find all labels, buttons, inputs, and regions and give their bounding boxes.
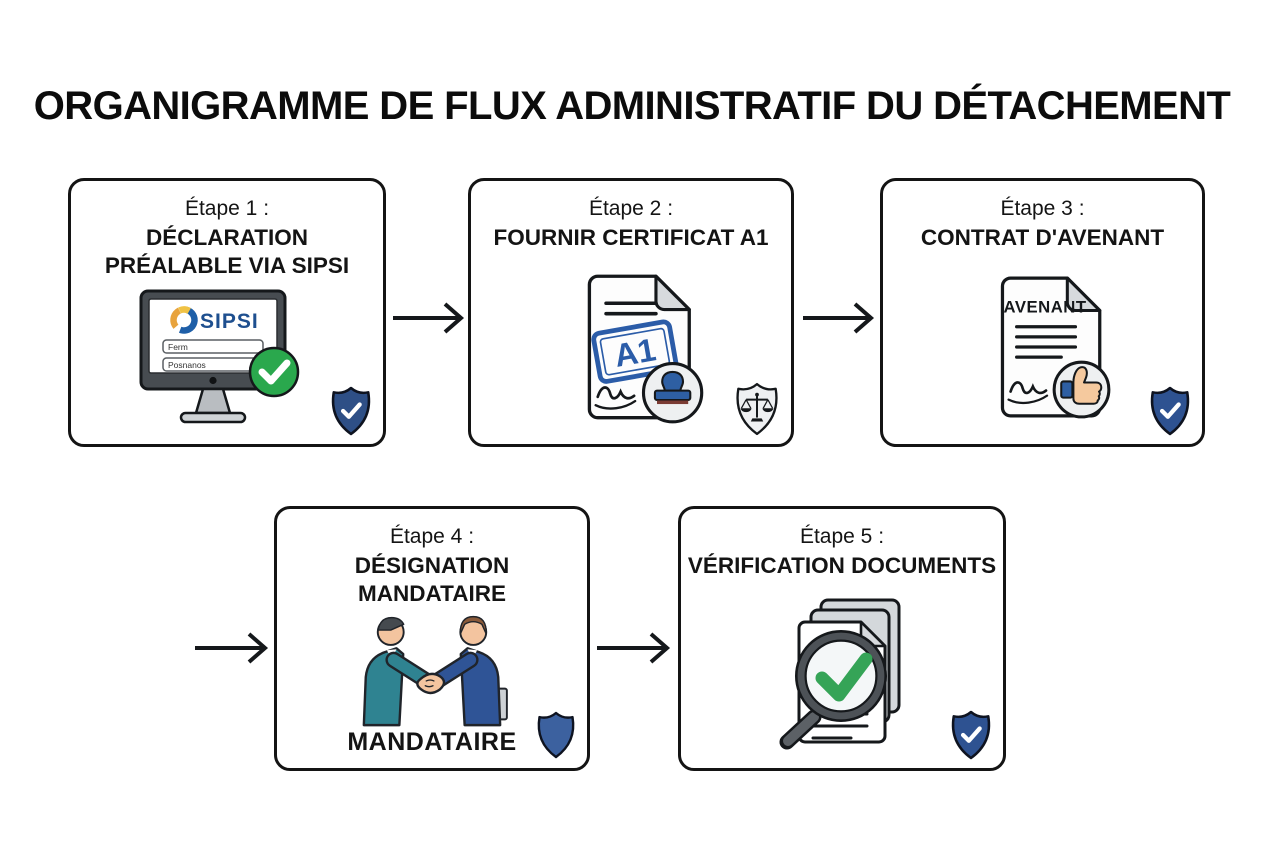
page-title: ORGANIGRAMME DE FLUX ADMINISTRATIF DU DÉ… xyxy=(33,84,1231,128)
step-2-label: Étape 2 : xyxy=(588,197,674,220)
step-4-caption: MANDATAIRE xyxy=(347,727,517,756)
a1-stamp-frame: A1 xyxy=(591,319,679,384)
step-4-name: DÉSIGNATION MANDATAIRE xyxy=(354,553,510,606)
avenant-doc-title: AVENANT xyxy=(1003,297,1086,316)
shield-check-icon xyxy=(951,710,991,760)
step-5-label: Étape 5 : xyxy=(799,525,885,548)
rubber-stamp-icon xyxy=(641,361,704,424)
arrow-step1-to-step2 xyxy=(393,302,465,334)
step-1-icon-area: SIPSI Ferm Posnanos xyxy=(71,280,383,444)
green-check-circle-icon xyxy=(248,346,300,398)
handshake-icon xyxy=(362,615,508,727)
step-box-1: Étape 1 : DÉCLARATION PRÉALABLE VIA SIPS… xyxy=(68,178,386,447)
sipsi-form-field-1: Ferm xyxy=(168,342,188,352)
a1-certificate-icon: A1 xyxy=(587,274,704,424)
step-1-label: Étape 1 : xyxy=(184,197,270,220)
step-box-5: Étape 5 : VÉRIFICATION DOCUMENTS xyxy=(678,506,1006,771)
step-2-header: Étape 2 : FOURNIR CERTIFICAT A1 xyxy=(494,181,769,252)
step-box-4: Étape 4 : DÉSIGNATION MANDATAIRE xyxy=(274,506,590,771)
right-businessman xyxy=(427,615,508,727)
arrow-step2-to-step3 xyxy=(803,302,875,334)
step-3-name: CONTRAT D'AVENANT xyxy=(920,225,1165,251)
step-2-name: FOURNIR CERTIFICAT A1 xyxy=(493,225,769,251)
scales-of-justice-glyph xyxy=(740,392,774,422)
step-3-icon-area: AVENANT xyxy=(883,252,1202,444)
thumbs-up-icon xyxy=(1052,360,1110,419)
shield-check-icon xyxy=(1150,386,1190,436)
step-1-header: Étape 1 : DÉCLARATION PRÉALABLE VIA SIPS… xyxy=(100,181,355,280)
sipsi-swirl-logo xyxy=(170,306,198,334)
avenant-document-icon: AVENANT xyxy=(1000,276,1110,419)
step-2-icon-area: A1 xyxy=(471,252,791,444)
step-3-header: Étape 3 : CONTRAT D'AVENANT xyxy=(921,181,1164,252)
magnifier-with-check xyxy=(779,629,888,750)
step-4-label: Étape 4 : xyxy=(389,525,475,548)
step-5-icon-area xyxy=(681,580,1003,768)
clasped-hands xyxy=(416,672,446,694)
sipsi-logo-text: SIPSI xyxy=(200,310,259,333)
a1-stamp-label: A1 xyxy=(612,331,659,374)
step-3-label: Étape 3 : xyxy=(1000,197,1085,220)
left-businessman xyxy=(362,616,437,727)
shield-scales-icon xyxy=(736,382,778,436)
step-4-header: Étape 4 : DÉSIGNATION MANDATAIRE xyxy=(325,509,540,608)
step-5-header: Étape 5 : VÉRIFICATION DOCUMENTS xyxy=(688,509,996,580)
sipsi-monitor-icon: SIPSI Ferm Posnanos xyxy=(139,289,300,424)
documents-magnifier-icon xyxy=(779,598,901,750)
shield-check-icon xyxy=(331,386,371,436)
sipsi-form-field-2: Posnanos xyxy=(168,360,206,370)
step-4-icon-area xyxy=(277,608,587,728)
shield-plain-icon xyxy=(537,711,575,759)
arrow-step4-to-step5 xyxy=(597,632,671,664)
step-1-name: DÉCLARATION PRÉALABLE VIA SIPSI xyxy=(104,225,350,278)
step-5-name: VÉRIFICATION DOCUMENTS xyxy=(687,553,997,579)
step-box-3: Étape 3 : CONTRAT D'AVENANT AVENANT xyxy=(880,178,1205,447)
step-box-2: Étape 2 : FOURNIR CERTIFICAT A1 A1 xyxy=(468,178,794,447)
arrow-into-step4 xyxy=(195,632,269,664)
